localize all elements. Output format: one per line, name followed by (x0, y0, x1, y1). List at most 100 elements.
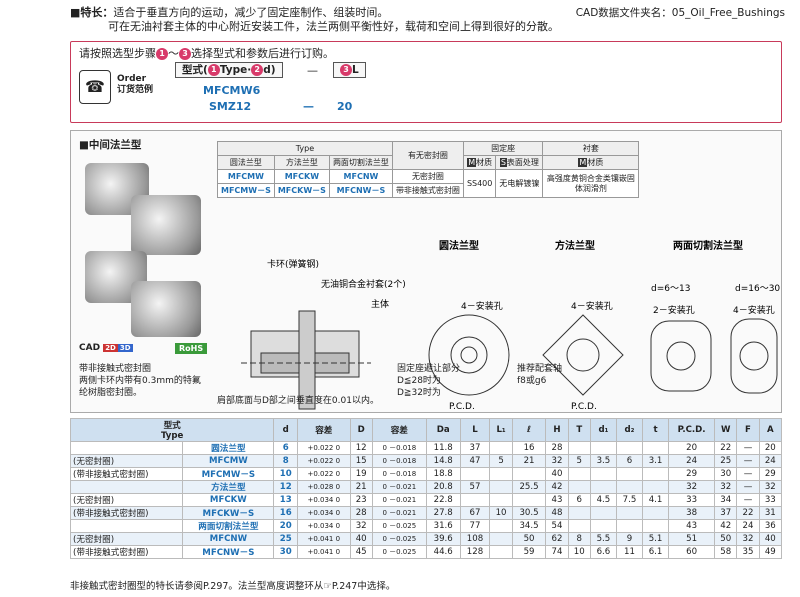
table-cell: 28 (545, 441, 569, 455)
table-cell: 51 (668, 532, 716, 546)
label-d2: d=16～30 (735, 284, 780, 294)
step-mid: ～ (168, 47, 179, 60)
shaft: 推荐配套轴 (517, 364, 563, 374)
cut-flange-large (730, 318, 778, 394)
table-cell: 30.5 (511, 506, 547, 520)
d28: D≦28时为 (397, 376, 441, 386)
table-cell: 6 (567, 493, 591, 507)
table-cell: 47 (459, 454, 491, 468)
table-cell (567, 506, 591, 520)
h-l: ℓ (511, 418, 547, 442)
table-cell: 36 (758, 519, 783, 533)
type-dot: · (247, 64, 252, 76)
table-cell (642, 480, 670, 494)
table-cell: 11 (615, 545, 644, 559)
table-cell: 29 (668, 467, 716, 481)
table-cell: 23 (349, 493, 373, 507)
mt-surf: 表面处理 (506, 158, 539, 167)
table-cell: 24 (736, 519, 760, 533)
table-cell: 59 (511, 545, 547, 559)
table-cell: +0.041 0 (297, 532, 351, 546)
table-cell: 16 (273, 506, 299, 520)
table-cell (489, 467, 513, 481)
feature-line1: 适合于垂直方向的运动，减少了固定座制作、组装时间。 (113, 6, 389, 19)
table-cell: 方法兰型 (182, 480, 275, 494)
table-cell (489, 532, 513, 546)
label-hole4c: 4－安装孔 (733, 304, 775, 316)
table-cell: +0.028 0 (297, 480, 351, 494)
table-cell: 31.6 (425, 519, 461, 533)
label-bush: 无油铜合金衬套(2个) (321, 278, 406, 290)
mt-surf-head: S表面处理 (495, 155, 544, 170)
h-tol: 容差 (297, 418, 351, 442)
table-cell: 39.6 (425, 532, 461, 546)
section-title: ■中间法兰型 (79, 139, 142, 151)
h-type-en: Type (160, 431, 184, 441)
type-text: Type (219, 64, 248, 76)
product-photo-2 (131, 195, 201, 255)
table-cell (642, 519, 670, 533)
phone-icon: ☎ (79, 70, 111, 104)
table-cell: MFCMW－S (182, 467, 275, 481)
table-cell: MFCMW (182, 454, 275, 468)
table-cell (69, 480, 184, 494)
seal-note-3: 纶树脂密封圈。 (79, 388, 143, 398)
mt-bush-mat: 高强度黄铜合金类镶嵌固体润滑剂 (542, 169, 640, 198)
table-cell (589, 441, 617, 455)
table-cell: 0 －0.021 (371, 506, 427, 520)
table-cell: 28 (349, 506, 373, 520)
cad-3d: 3D (117, 344, 133, 352)
table-cell: 32 (736, 532, 760, 546)
mt-r2-seal: 带非接触式密封圈 (391, 183, 464, 198)
d-text: d) (263, 64, 276, 76)
example-dash: — (303, 100, 314, 113)
l-text: L (352, 64, 359, 76)
table-cell: 50 (511, 532, 547, 546)
h-L1: L₁ (489, 418, 513, 442)
table-cell: (无密封圈) (69, 532, 184, 546)
table-cell: +0.022 0 (297, 441, 351, 455)
step-3-badge: 3 (179, 48, 191, 60)
table-cell: 32 (714, 480, 738, 494)
label-hole4b: 4－安装孔 (571, 300, 613, 312)
seal-note-1: 带非接触式密封圈 (79, 364, 152, 374)
mt-r1-seal: 无密封圈 (391, 169, 464, 184)
table-cell: 16 (511, 441, 547, 455)
h-F: F (736, 418, 760, 442)
table-cell: — (736, 467, 760, 481)
table-cell: 20 (758, 441, 783, 455)
table-cell (511, 467, 547, 481)
table-cell: 33 (668, 493, 716, 507)
label-pcd2: P.C.D. (571, 402, 597, 411)
mt-r1-c3: MFCNW (328, 169, 393, 184)
example-l: 20 (337, 100, 353, 113)
table-cell: 30 (273, 545, 299, 559)
seal-note: 带非接触式密封圈 两侧卡环内带有0.3mm的特氟 纶树脂密封圈。 (79, 363, 201, 399)
table-cell: 25.5 (511, 480, 547, 494)
table-cell: 32 (668, 480, 716, 494)
table-cell (511, 493, 547, 507)
table-cell (489, 480, 513, 494)
table-cell (459, 493, 491, 507)
table-cell: 34 (714, 493, 738, 507)
h-pcd: P.C.D. (668, 418, 716, 442)
footer-note: 非接触式密封圈型的特长请参阅P.297。法兰型高度调整环从☞P.247中选择。 (70, 578, 395, 592)
step-1-badge: 1 (156, 48, 168, 60)
table-cell: 6.1 (642, 545, 670, 559)
table-cell: +0.034 0 (297, 506, 351, 520)
h-D: D (349, 418, 373, 442)
h-W: W (714, 418, 738, 442)
table-cell: 33 (758, 493, 783, 507)
example-1: MFCMW6 (203, 84, 261, 97)
cad-2d: 2D (103, 344, 118, 352)
table-cell: 0 －0.021 (371, 493, 427, 507)
